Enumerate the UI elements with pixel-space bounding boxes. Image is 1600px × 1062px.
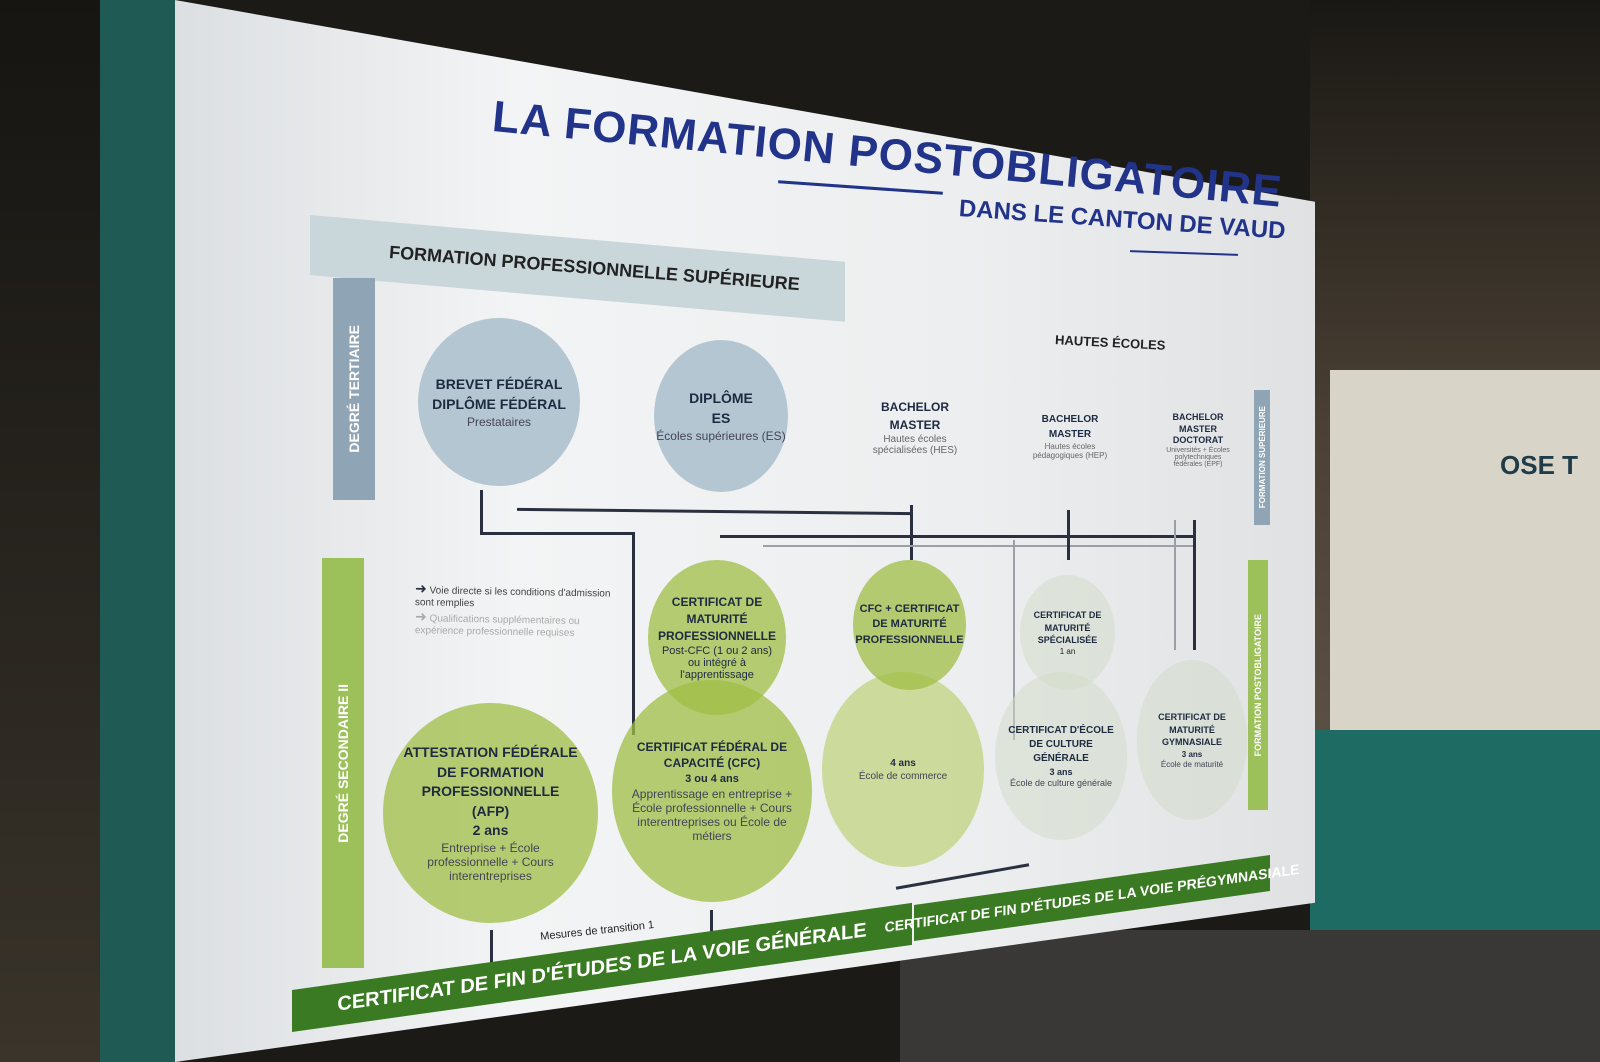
booth-sign: OSE T	[1500, 450, 1579, 480]
node-title: MASTER	[1179, 423, 1217, 434]
neighbor-booth	[1330, 370, 1600, 730]
node-title: CERTIFICAT DE MATURITÉ SPÉCIALISÉE	[1033, 610, 1102, 646]
node-sub: Universités + Écoles polytechniques fédé…	[1166, 447, 1230, 469]
connector	[710, 910, 713, 935]
node-sub: Hautes écoles pédagogiques (HEP)	[1032, 442, 1108, 460]
node-sub: Entreprise + École professionnelle + Cou…	[427, 840, 554, 883]
connector-grey	[1013, 540, 1015, 740]
connector-grey	[763, 545, 1193, 547]
node-title: CERTIFICAT FÉDÉRAL DE CAPACITÉ (CFC)	[636, 739, 788, 771]
side-label-text: FORMATION POSTOBLIGATOIRE	[1253, 613, 1263, 757]
connector	[910, 505, 913, 560]
arrow-grey-icon: ➜	[414, 608, 427, 625]
connector	[1067, 510, 1070, 560]
side-label-secondaire: DEGRÉ SECONDAIRE II	[322, 558, 364, 968]
node-sub: Écoles supérieures (ES)	[656, 428, 786, 443]
node-sub: Post-CFC (1 ou 2 ans) ou intégré à l'app…	[661, 644, 773, 681]
side-label-text: FORMATION SUPÉRIEURE	[1257, 406, 1267, 509]
node-years: 3 ans	[1049, 766, 1073, 777]
node-cfc-maturite: CFC + CERTIFICAT DE MATURITÉ PROFESSIONN…	[853, 560, 966, 690]
node-title: DIPLÔME	[689, 390, 753, 407]
node-title: BREVET FÉDÉRAL	[435, 376, 563, 393]
connector	[480, 532, 635, 535]
node-title: MASTER	[889, 418, 941, 432]
node-years: 2 ans	[472, 822, 509, 839]
side-label-text: DEGRÉ SECONDAIRE II	[335, 683, 351, 843]
node-diplome-es: DIPLÔME ES Écoles supérieures (ES)	[654, 340, 788, 492]
node-cfc: CERTIFICAT FÉDÉRAL DE CAPACITÉ (CFC) 3 o…	[612, 680, 812, 902]
node-title: BACHELOR	[1041, 414, 1099, 425]
node-brevet-diplome-federal: BREVET FÉDÉRAL DIPLÔME FÉDÉRAL Prestatai…	[418, 318, 580, 486]
connector	[632, 535, 635, 735]
node-sub: École de commerce	[858, 771, 948, 782]
node-title: ES	[711, 410, 731, 426]
connector	[720, 535, 1195, 538]
side-label-text: DEGRÉ TERTIAIRE	[346, 325, 362, 453]
node-sub: Prestataires	[466, 414, 532, 429]
connector	[480, 490, 483, 535]
node-title: DOCTORAT	[1172, 435, 1224, 446]
node-years: 4 ans	[890, 758, 916, 769]
arrow-dark-icon: ➜	[414, 580, 427, 597]
node-sub: Hautes écoles spécialisées (HES)	[872, 434, 958, 456]
connector	[1193, 520, 1196, 650]
node-hes: BACHELOR MASTER Hautes écoles spécialisé…	[860, 398, 970, 456]
node-universites: BACHELOR MASTER DOCTORAT Universités + É…	[1160, 412, 1236, 468]
floor	[900, 930, 1600, 1062]
side-label-superieure: FORMATION SUPÉRIEURE	[1254, 390, 1270, 525]
side-label-tertiaire: DEGRÉ TERTIAIRE	[333, 278, 375, 500]
side-label-postobligatoire: FORMATION POSTOBLIGATOIRE	[1248, 560, 1268, 810]
node-sub: École de maturité	[1160, 759, 1224, 769]
legend-text: Voie directe si les conditions d'admissi…	[414, 585, 611, 610]
node-ecole-commerce: 4 ans École de commerce	[822, 672, 984, 867]
node-years: 3 ou 4 ans	[685, 773, 739, 786]
node-title: BACHELOR	[881, 400, 949, 414]
node-title: BACHELOR	[1172, 412, 1224, 422]
node-title: CERTIFICAT D'ÉCOLE DE CULTURE GÉNÉRALE	[1008, 724, 1114, 764]
node-sub: École de culture générale	[1009, 778, 1113, 789]
legend-text: Qualifications supplémentaires ou expéri…	[414, 613, 580, 639]
node-title: CFC + CERTIFICAT DE MATURITÉ PROFESSIONN…	[855, 602, 964, 646]
node-maturite-specialisee: CERTIFICAT DE MATURITÉ SPÉCIALISÉE 1 an	[1020, 575, 1115, 690]
node-title: CERTIFICAT DE MATURITÉ GYMNASIALE	[1158, 712, 1226, 748]
connector	[490, 930, 493, 975]
node-title: MASTER	[1048, 429, 1092, 440]
node-afp: ATTESTATION FÉDÉRALE DE FORMATION PROFES…	[383, 703, 598, 923]
node-title: CERTIFICAT DE MATURITÉ PROFESSIONNELLE	[658, 595, 777, 643]
node-sub: Apprentissage en entreprise + École prof…	[631, 787, 793, 844]
node-maturite-gymnasiale: CERTIFICAT DE MATURITÉ GYMNASIALE 3 ans …	[1137, 660, 1247, 820]
legend-extra: ➜ Qualifications supplémentaires ou expé…	[415, 608, 625, 640]
exhibit-tower	[100, 0, 175, 1062]
floor-carpet	[1310, 730, 1600, 960]
node-ecole-culture-generale: CERTIFICAT D'ÉCOLE DE CULTURE GÉNÉRALE 3…	[995, 672, 1127, 840]
node-hep: BACHELOR MASTER Hautes écoles pédagogiqu…	[1020, 412, 1120, 460]
node-title: ATTESTATION FÉDÉRALE DE FORMATION PROFES…	[403, 744, 578, 819]
node-maturite-pro: CERTIFICAT DE MATURITÉ PROFESSIONNELLE P…	[648, 560, 786, 715]
node-years: 1 an	[1059, 646, 1076, 656]
connector-grey	[1174, 520, 1176, 650]
legend-direct: ➜ Voie directe si les conditions d'admis…	[415, 580, 625, 612]
node-title: DIPLÔME FÉDÉRAL	[432, 396, 566, 412]
node-years: 3 ans	[1181, 749, 1203, 759]
